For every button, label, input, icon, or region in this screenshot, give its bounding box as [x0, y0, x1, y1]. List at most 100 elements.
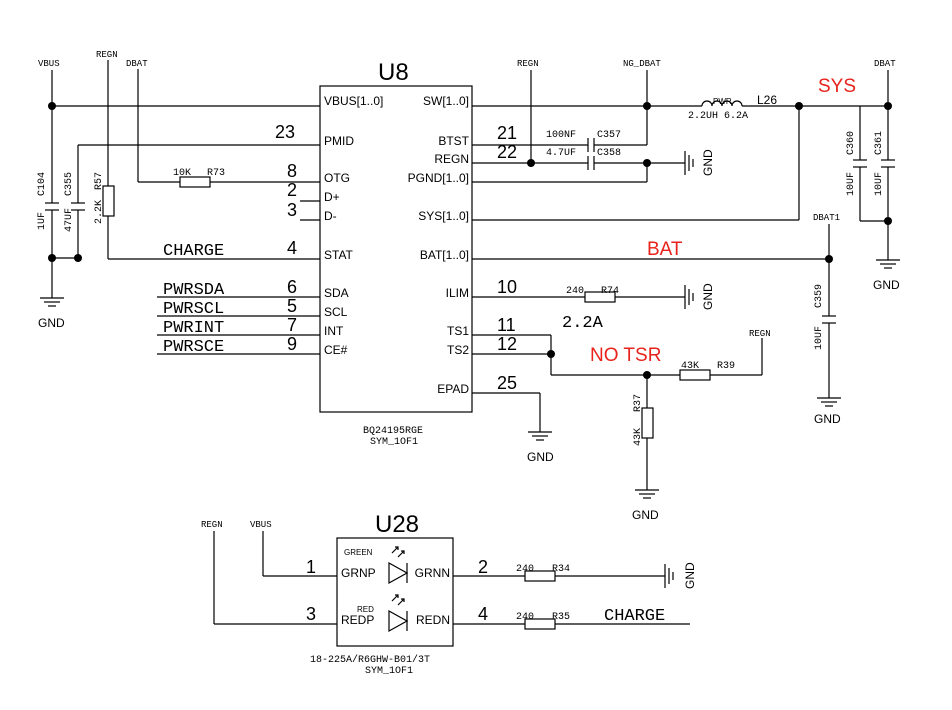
- red-led-icon: [388, 609, 409, 633]
- r73-value: 10K: [173, 168, 191, 179]
- c359-value: 10UF: [814, 326, 825, 350]
- u8-num-ilim: 10: [497, 277, 517, 297]
- c358-value: 4.7UF: [546, 148, 576, 159]
- u8-num-btst: 21: [497, 123, 517, 143]
- u28-pin-grnn: GRNN: [415, 566, 450, 580]
- u8-num-ts2: 12: [497, 334, 517, 354]
- gnd-label-c359: GND: [814, 412, 841, 426]
- u8-pin-dminus: D-: [324, 209, 337, 223]
- u28-num-redp: 3: [306, 604, 316, 624]
- c355-ref: C355: [64, 172, 75, 196]
- left-network: VBUS REGN DBAT C104 1UF C355 47UF GND: [37, 50, 320, 357]
- u28-red-label: RED: [357, 605, 374, 614]
- c104-ref: C104: [37, 172, 48, 196]
- u8-pin-int: INT: [324, 324, 344, 338]
- annotation-sys: SYS: [818, 76, 856, 97]
- u28-led: U28 18-225A/R6GHW-B01/3T SYM_1OF1 GREEN …: [201, 511, 697, 677]
- u8-num-dplus: 2: [287, 180, 297, 200]
- net-regn-label-left: REGN: [96, 50, 118, 60]
- u8-pin-stat: STAT: [324, 248, 354, 262]
- u28-num-redn: 4: [478, 604, 488, 624]
- u8-num-sda: 6: [287, 277, 297, 297]
- l26-tag: PWR: [713, 97, 732, 106]
- u8-num-ts1: 11: [497, 315, 516, 335]
- c360-ref: C360: [846, 131, 857, 155]
- u8-pin-ts1: TS1: [447, 324, 469, 338]
- r34-value: 240: [516, 564, 534, 575]
- c355-value: 47UF: [64, 208, 75, 232]
- u8-num-stat: 4: [287, 238, 297, 258]
- u8-num-int: 7: [287, 315, 297, 335]
- gnd-label-r34: GND: [683, 562, 697, 589]
- u8-pin-vbus: VBUS[1..0]: [324, 94, 383, 108]
- c359-ref: C359: [814, 284, 825, 308]
- c361-ref: C361: [874, 131, 885, 155]
- gnd-label-epad: GND: [527, 450, 554, 464]
- u8-pin-otg: OTG: [324, 171, 350, 185]
- u8-num-regn: 22: [497, 142, 517, 162]
- gnd-label-r74: GND: [701, 283, 715, 310]
- u8-chip: U8 BQ24195RGE SYM_1OF1 VBUS[1..0] PMID O…: [275, 59, 517, 448]
- r37-value: 43K: [633, 428, 644, 446]
- net-regn-label-r39: REGN: [749, 329, 771, 339]
- c104-value: 1UF: [37, 212, 48, 230]
- u8-pin-ilim: ILIM: [446, 286, 469, 300]
- r73-ref: R73: [207, 168, 225, 179]
- net-dbat-label-left: DBAT: [126, 59, 148, 69]
- annotation-ilim: 2.2A: [562, 314, 604, 333]
- u28-part: 18-225A/R6GHW-B01/3T: [310, 654, 430, 666]
- u28-num-grnn: 2: [478, 557, 488, 577]
- u8-pin-ce: CE#: [324, 343, 348, 357]
- r39-ref: R39: [717, 361, 735, 372]
- u8-pin-sw: SW[1..0]: [423, 94, 469, 108]
- u8-num-epad: 25: [497, 373, 517, 393]
- r35-ref: R35: [552, 612, 570, 623]
- u28-pin-grnp: GRNP: [341, 566, 376, 580]
- u8-num-pmid: 23: [275, 122, 295, 142]
- u8-num-otg: 8: [287, 161, 297, 181]
- net-vbus-label-u28: VBUS: [250, 520, 272, 530]
- c361-value: 10UF: [874, 172, 885, 196]
- c360-value: 10UF: [846, 172, 857, 196]
- r57-ref: R57: [94, 172, 105, 190]
- r35-value: 240: [516, 612, 534, 623]
- u8-pin-epad: EPAD: [437, 382, 469, 396]
- net-charge-u8: CHARGE: [163, 242, 224, 261]
- u8-pin-btst: BTST: [438, 134, 469, 148]
- u8-part: BQ24195RGE: [363, 426, 423, 437]
- u8-pin-sda: SDA: [324, 286, 349, 300]
- u28-pin-redp: REDP: [341, 613, 374, 627]
- u8-pin-ts2: TS2: [447, 343, 469, 357]
- right-network: REGN NG_DBAT PWR L26 2.2UH 6.2A SYS 100N…: [472, 59, 900, 522]
- gnd-label-c104: GND: [38, 316, 65, 330]
- u28-sym: SYM_1OF1: [365, 666, 413, 677]
- net-regn-label-u28: REGN: [201, 520, 223, 530]
- net-dbat1-label: DBAT1: [813, 213, 840, 223]
- u28-ref: U28: [375, 511, 419, 538]
- u8-pin-pgnd: PGND[1..0]: [408, 171, 469, 185]
- u28-num-grnp: 1: [306, 557, 316, 577]
- u8-num-dminus: 3: [287, 200, 297, 220]
- l26-ref: L26: [757, 93, 777, 107]
- u28-pin-redn: REDN: [416, 613, 450, 627]
- net-pwrscl: PWRSCL: [163, 300, 224, 319]
- net-pwrsce: PWRSCE: [163, 338, 224, 357]
- u8-ref: U8: [378, 59, 409, 86]
- u8-pin-bat: BAT[1..0]: [420, 248, 469, 262]
- r57-value: 2.2K: [94, 200, 105, 224]
- r37-ref: R37: [633, 394, 644, 412]
- green-led-icon: [388, 561, 409, 585]
- annotation-bat: BAT: [647, 239, 683, 260]
- u8-num-scl: 5: [287, 296, 297, 316]
- u8-pin-scl: SCL: [324, 305, 348, 319]
- net-pwrint: PWRINT: [163, 319, 224, 338]
- gnd-label-c361: GND: [873, 278, 900, 292]
- c357-value: 100NF: [546, 130, 576, 141]
- r74-ref: R74: [601, 286, 619, 297]
- net-vbus-label: VBUS: [38, 59, 60, 69]
- r74-value: 240: [566, 286, 584, 297]
- net-regn-label-right: REGN: [517, 59, 539, 69]
- c358-ref: C358: [597, 148, 621, 159]
- gnd-label-r37: GND: [632, 508, 659, 522]
